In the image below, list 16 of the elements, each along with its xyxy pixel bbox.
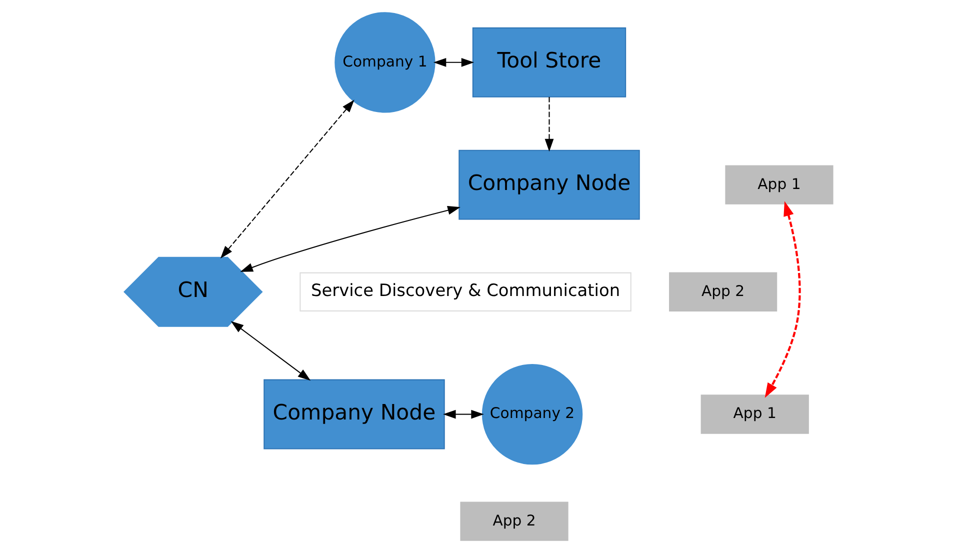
arrow <box>442 410 484 419</box>
arrow <box>432 58 474 67</box>
arrow <box>240 206 460 272</box>
node-box: Company Node <box>263 379 444 450</box>
arrow <box>230 321 310 381</box>
arrow <box>220 100 354 259</box>
node-box: Service Discovery & Communication <box>299 272 631 312</box>
node-box: Company Node <box>458 150 640 220</box>
arrow <box>764 201 800 398</box>
node-box: App 1 <box>724 165 833 204</box>
arrow <box>544 96 554 152</box>
node-box: Tool Store <box>472 27 626 98</box>
node-box: App 2 <box>668 272 777 312</box>
node-box: App 1 <box>700 394 808 434</box>
node-circle: Company 2 <box>481 364 582 465</box>
node-box: App 2 <box>460 502 568 541</box>
